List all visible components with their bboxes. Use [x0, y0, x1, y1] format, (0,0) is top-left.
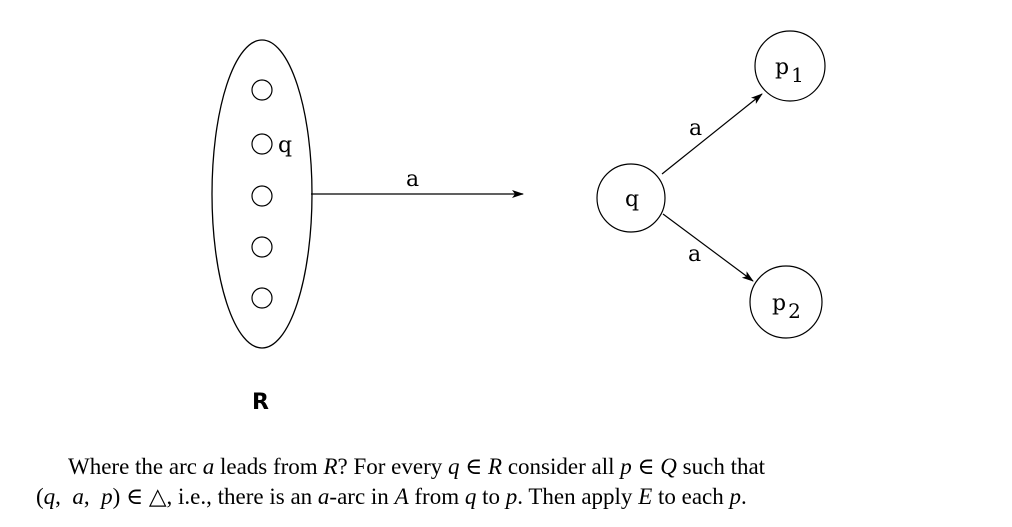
upper-arc-label: a	[689, 116, 702, 141]
set-state-circle	[251, 185, 273, 207]
set-state-circle	[251, 133, 273, 155]
state-q-circle	[596, 163, 666, 233]
set-state-circle	[251, 287, 273, 309]
set-state-circle	[251, 236, 273, 258]
set-state-circle	[251, 79, 273, 101]
set-R-ellipse	[211, 39, 313, 349]
upper-arc-line	[661, 93, 763, 175]
state-p1-circle	[754, 30, 826, 102]
state-q-label: q	[625, 187, 639, 212]
lower-arc-label: a	[688, 242, 701, 267]
caption-line-2: (q, a, p) ∈ △, i.e., there is an a-arc i…	[36, 484, 747, 509]
lower-arc-line	[662, 213, 754, 282]
caption-line-1: Where the arc a leads from R? For every …	[68, 454, 766, 479]
state-p2-circle	[749, 265, 823, 339]
main-arc-label: a	[406, 167, 419, 192]
set-state-q-label: q	[278, 133, 292, 158]
set-R-label: R	[252, 390, 269, 415]
caption: Where the arc a leads from R? For every …	[36, 452, 1006, 512]
